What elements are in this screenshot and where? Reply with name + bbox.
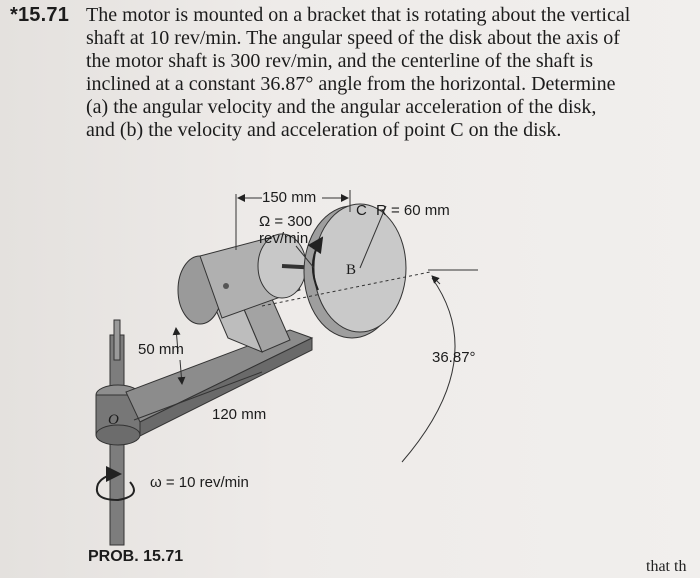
bracket-arm-side xyxy=(139,337,313,437)
revmin-label: rev/min xyxy=(259,230,309,247)
radius-label: R = 60 mm xyxy=(376,202,450,219)
next-page-fragment: that th xyxy=(646,558,687,575)
disk-radius-line xyxy=(359,205,387,269)
statement-line-6: and (b) the velocity and acceleration of… xyxy=(86,119,562,141)
statement-line-2: shaft at 10 rev/min. The angular speed o… xyxy=(86,27,620,49)
point-o-label: O xyxy=(108,412,119,428)
motor-bracket-figure xyxy=(95,190,478,546)
dim-50-arrow-up xyxy=(172,327,181,353)
dim-120-label: 120 mm xyxy=(212,406,267,423)
statement-line-3: the motor shaft is 300 rev/min, and the … xyxy=(86,50,594,72)
problem-number: *15.71 xyxy=(10,4,70,26)
problem-caption: PROB. 15.71 xyxy=(88,548,184,565)
angle-arc xyxy=(401,277,456,463)
dim-50-arrow-down xyxy=(177,359,186,385)
point-b-label: B xyxy=(346,262,357,278)
point-c-label: C xyxy=(356,202,367,219)
omega-pointer xyxy=(295,245,315,269)
dim-150-label: 150 mm xyxy=(262,189,317,206)
statement-line-1: The motor is mounted on a bracket that i… xyxy=(86,4,631,26)
dim-120-line xyxy=(133,371,263,421)
shaft-top xyxy=(113,319,121,361)
dim-50-label: 50 mm xyxy=(138,341,184,358)
angle-arrow-top xyxy=(431,275,441,285)
problem-statement: The motor is mounted on a bracket that i… xyxy=(86,4,630,142)
statement-line-5: (a) the angular velocity and the angular… xyxy=(86,96,597,118)
omega-capital-label: Ω = 300 xyxy=(259,213,313,230)
shaft-rotation-arrow xyxy=(96,466,135,502)
angle-label: 36.87° xyxy=(432,349,476,366)
statement-line-4: inclined at a constant 36.87° angle from… xyxy=(86,73,616,95)
shaft-centerline xyxy=(261,271,431,307)
bolt-icon xyxy=(223,283,229,289)
omega-rotation-arrow xyxy=(307,236,324,291)
omega-small-label: ω = 10 rev/min xyxy=(150,474,249,491)
